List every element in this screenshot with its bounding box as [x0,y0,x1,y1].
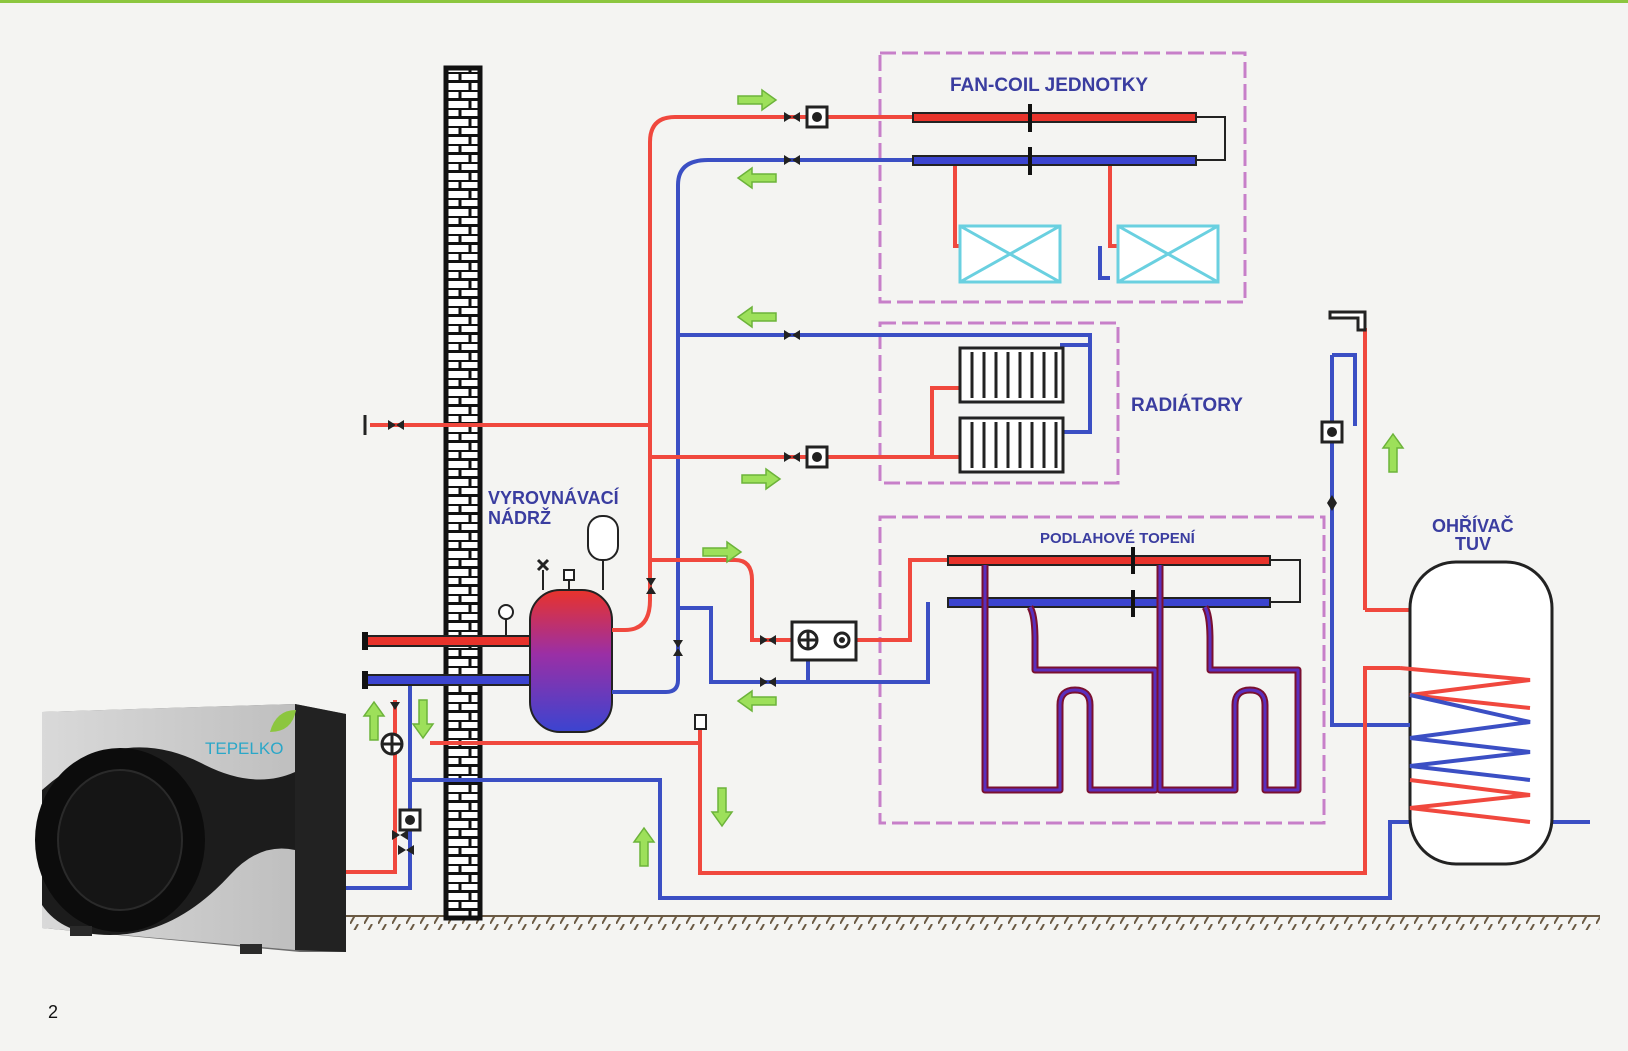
fan-coil-label: FAN-COIL JEDNOTKY [950,75,1148,96]
heat-pump-brand: TEPELKO [205,739,283,758]
radiator [958,346,1065,404]
mixing-station [790,620,858,662]
buffer-tank-label-line1: VYROVNÁVACÍ [488,487,620,508]
arrow-up-icon [632,826,656,867]
arrow-right-icon [741,467,782,491]
arrow-down-icon [710,787,734,828]
radiator-zone [878,321,1120,485]
expansion-vessel [587,515,619,590]
valves [388,112,1337,855]
arrow-left-icon [736,166,777,190]
arrow-right-icon [737,88,778,112]
fan-coil-unit [1116,224,1220,284]
fan-coil-unit [958,224,1062,284]
floor-heating-loop [981,565,1159,794]
floor-heating-manifolds [947,547,1301,617]
floor-heating-label: PODLAHOVÉ TOPENÍ [1040,530,1196,547]
buffer-tank [529,558,620,733]
pressure-gauge [498,604,514,636]
page-number: 2 [48,1002,58,1022]
radiators-label: RADIÁTORY [1131,394,1243,416]
arrow-down-icon [411,699,435,740]
hot-water-tap [1328,310,1367,332]
buffer-tank-label-line2: NÁDRŽ [488,507,551,528]
water-heater-label-line2: TUV [1455,534,1491,554]
floor-heating-loop [1156,565,1302,794]
arrow-up-icon [362,700,386,741]
leaf-logo-icon [270,710,296,732]
three-way-valve [380,732,404,756]
fan-coil-zone [878,51,1247,304]
radiator [958,416,1065,474]
ground [340,915,1600,930]
fan-coil-manifolds [912,104,1226,175]
arrow-right-icon [702,540,743,564]
pumps [398,105,1344,832]
hot-water-cylinder [1399,560,1554,866]
heat-pump-unit: TEPELKO [35,704,346,954]
top-accent-line [0,0,1628,3]
water-heater-label-line1: OHŘÍVAČ [1432,515,1514,536]
arrow-left-icon [736,689,777,713]
brick-wall [443,65,483,921]
temperature-sensor [694,714,707,730]
arrow-up-icon [1381,432,1405,473]
flow-arrows [362,88,1405,867]
floor-heating-zone [878,515,1326,825]
arrow-left-icon [736,305,777,329]
